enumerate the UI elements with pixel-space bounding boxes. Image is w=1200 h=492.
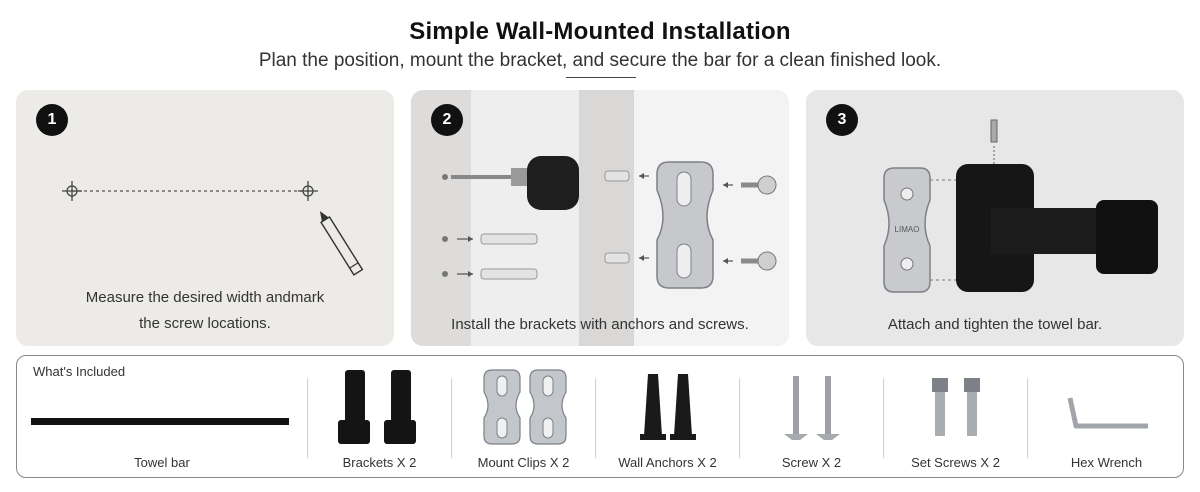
wall-anchor-icon [640,374,696,440]
step-1-badge: 1 [36,104,68,136]
step-3-panel: LIMAO 3 Attach and tighten the towel bar… [806,90,1184,346]
brackets-label: Brackets X 2 [342,455,417,470]
step-1-caption-line2: the screw locations. [139,315,271,332]
step-3-caption: Attach and tighten the towel bar. [887,316,1103,333]
wall-anchors-label: Wall Anchors X 2 [618,455,717,470]
included-item-mount-clips: Mount Clips X 2 [452,356,595,479]
included-item-set-screws: Set Screws X 2 [884,356,1027,479]
screws-label: Screw X 2 [781,455,842,470]
crosshair-icon-right [298,181,318,201]
item-divider [739,378,740,458]
bracket-icon [956,164,1158,292]
page-title: Simple Wall-Mounted Installation [409,18,791,45]
step-3-badge: 3 [826,104,858,136]
wall-anchor-icon [442,233,538,280]
item-divider [595,378,596,458]
step-1-panel: 1 Measure the desired width andmark the … [16,90,394,346]
set-screws-label: Set Screws X 2 [911,455,1000,470]
item-divider [451,378,452,458]
included-item-brackets: Brackets X 2 [308,356,451,479]
included-item-hex-wrench: Hex Wrench [1028,356,1185,479]
included-item-screws: Screw X 2 [740,356,883,479]
step-2-badge: 2 [431,104,463,136]
step-2-panel: 2 Install the brackets with anchors and … [411,90,789,346]
attach-towel-bar-illustration: LIMAO [883,119,1158,293]
screw-icon [784,376,840,440]
included-item-wall-anchors: Wall Anchors X 2 [596,356,739,479]
mount-clip-icon [656,161,714,289]
whats-included-title: What's Included [33,364,126,379]
hex-wrench-icon [1067,397,1148,429]
page-subtitle: Plan the position, mount the bracket, an… [258,50,942,71]
crosshair-icon-left [62,181,82,201]
screw-icon [723,175,777,271]
item-divider [307,378,308,458]
set-screw-icon [932,378,980,436]
drill-icon [442,156,579,210]
pencil-icon [319,211,364,276]
installed-anchors-icon [604,170,649,264]
item-divider [883,378,884,458]
hex-wrench-label: Hex Wrench [1070,455,1143,470]
step-1-caption-line1: Measure the desired width andmark [85,289,325,306]
towel-bar-label: Towel bar [134,455,190,470]
mount-clip-icon [483,369,567,445]
measure-mark-illustration [62,181,364,276]
set-screw-icon [990,119,998,164]
clip-brand-mark: LIMAO [895,225,920,234]
towel-bar-icon [31,418,289,425]
mount-clip-icon [883,167,931,293]
install-brackets-illustration [411,90,789,346]
subtitle-underline [566,77,636,78]
bracket-icon [338,370,416,444]
whats-included-panel: What's Included Towel bar Brackets X 2 M… [16,355,1184,478]
step-2-caption: Install the brackets with anchors and sc… [451,316,749,333]
included-item-towel-bar: Towel bar [17,356,307,479]
mount-clips-label: Mount Clips X 2 [477,455,570,470]
item-divider [1027,378,1028,458]
